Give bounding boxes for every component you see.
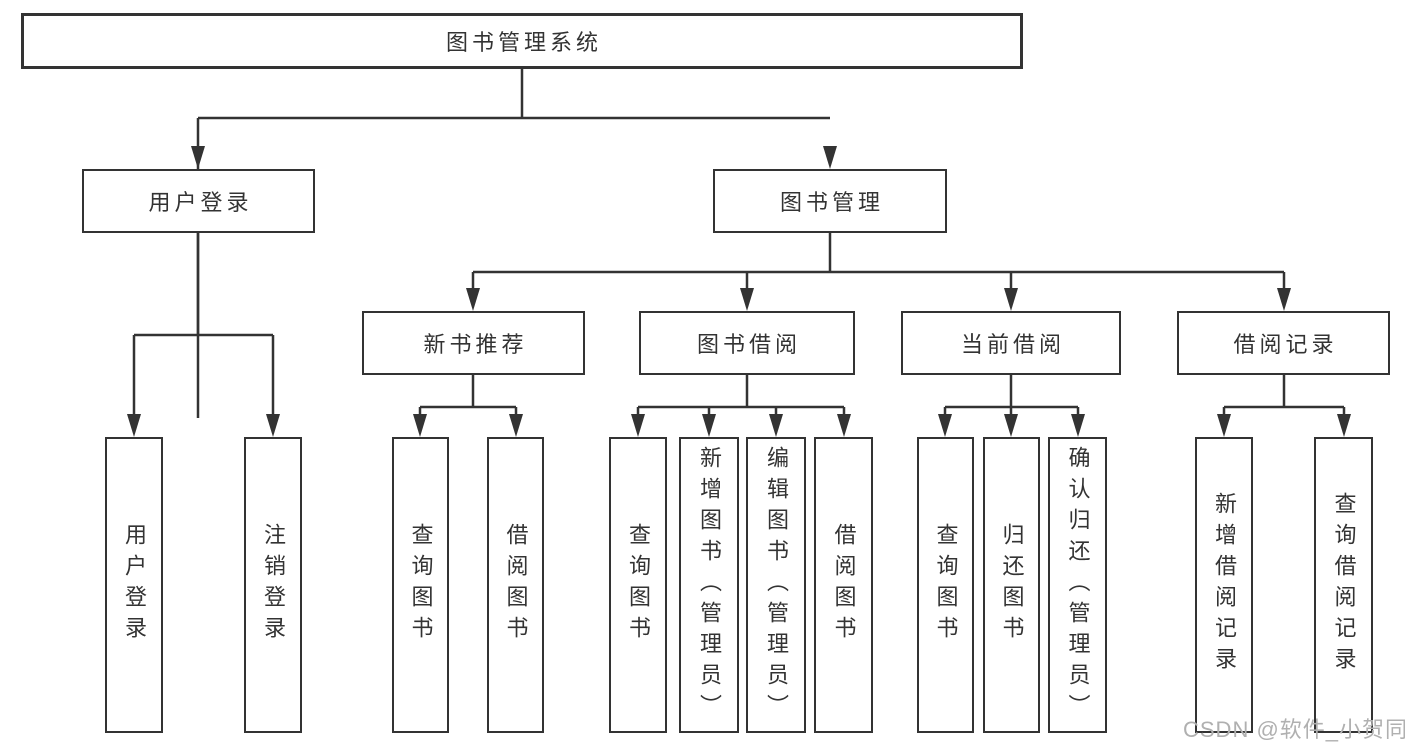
arrowhead [769, 414, 783, 437]
leaf-confirm-return-admin: 确认归还（管理员） [1048, 437, 1107, 733]
leaf-query-books-1: 查询图书 [392, 437, 449, 733]
node-user-login: 用户登录 [82, 169, 315, 233]
arrowhead [266, 414, 280, 437]
node-book-management: 图书管理 [713, 169, 947, 233]
node-book-management-label: 图书管理 [779, 190, 884, 215]
connector-book-borrow-children [631, 375, 851, 437]
leaf-return-book-label: 归还图书 [999, 523, 1025, 647]
arrowhead [702, 414, 716, 437]
leaf-add-book-admin: 新增图书（管理员） [679, 437, 739, 733]
leaf-query-books-2-label: 查询图书 [626, 523, 651, 647]
arrowhead [837, 414, 851, 437]
arrowhead [938, 414, 952, 437]
leaf-user-login-label: 用户登录 [122, 523, 147, 647]
leaf-query-books-2: 查询图书 [609, 437, 667, 733]
arrowhead [631, 414, 645, 437]
leaf-query-books-3-label: 查询图书 [933, 523, 959, 647]
arrowhead [1337, 414, 1351, 437]
arrowhead [1004, 414, 1018, 437]
arrowhead [466, 288, 480, 311]
leaf-query-books-1-label: 查询图书 [408, 523, 434, 647]
leaf-query-borrow-record: 查询借阅记录 [1314, 437, 1373, 733]
arrowhead [509, 414, 523, 437]
arrowhead [1277, 288, 1291, 311]
connector-new-book-rec-children [413, 375, 523, 437]
leaf-borrow-books-1-label: 借阅图书 [503, 523, 529, 647]
connector-book-mgmt-children [466, 233, 1291, 311]
leaf-logout-login: 注销登录 [244, 437, 302, 733]
connector-current-borrow-children [938, 375, 1085, 437]
arrowhead [127, 414, 141, 437]
leaf-query-borrow-record-label: 查询借阅记录 [1331, 492, 1357, 678]
leaf-return-book: 归还图书 [983, 437, 1040, 733]
node-borrow-records: 借阅记录 [1177, 311, 1390, 375]
leaf-confirm-return-admin-label: 确认归还（管理员） [1065, 445, 1091, 725]
arrowhead [1071, 414, 1085, 437]
node-borrow-records-label: 借阅记录 [1233, 332, 1338, 357]
node-new-book-recommend-label: 新书推荐 [423, 332, 528, 357]
leaf-edit-book-admin-label: 编辑图书（管理员） [764, 445, 789, 725]
leaf-query-books-3: 查询图书 [917, 437, 974, 733]
leaf-borrow-books-2-label: 借阅图书 [831, 523, 857, 647]
node-current-borrow: 当前借阅 [901, 311, 1121, 375]
connector-borrow-record-children [1217, 375, 1351, 437]
leaf-add-book-admin-label: 新增图书（管理员） [697, 445, 722, 725]
leaf-borrow-books-2: 借阅图书 [814, 437, 873, 733]
arrowhead [1004, 288, 1018, 311]
node-root-label: 图书管理系统 [445, 30, 602, 55]
arrowhead [1217, 414, 1231, 437]
leaf-add-borrow-record: 新增借阅记录 [1195, 437, 1253, 733]
connector-user-login-children [127, 233, 280, 437]
leaf-borrow-books-1: 借阅图书 [487, 437, 544, 733]
arrowhead [823, 146, 837, 169]
leaf-user-login: 用户登录 [105, 437, 163, 733]
arrowhead [191, 146, 205, 169]
node-root: 图书管理系统 [21, 13, 1023, 69]
arrowhead [413, 414, 427, 437]
leaf-logout-login-label: 注销登录 [261, 523, 286, 647]
leaf-edit-book-admin: 编辑图书（管理员） [746, 437, 806, 733]
node-new-book-recommend: 新书推荐 [362, 311, 585, 375]
node-current-borrow-label: 当前借阅 [960, 332, 1065, 357]
leaf-add-borrow-record-label: 新增借阅记录 [1212, 492, 1237, 678]
arrowhead [740, 288, 754, 311]
node-user-login-label: 用户登录 [148, 190, 253, 215]
watermark: CSDN @软件_小贺同学 [1183, 717, 1405, 742]
node-book-borrow: 图书借阅 [639, 311, 855, 375]
node-book-borrow-label: 图书借阅 [696, 332, 801, 357]
